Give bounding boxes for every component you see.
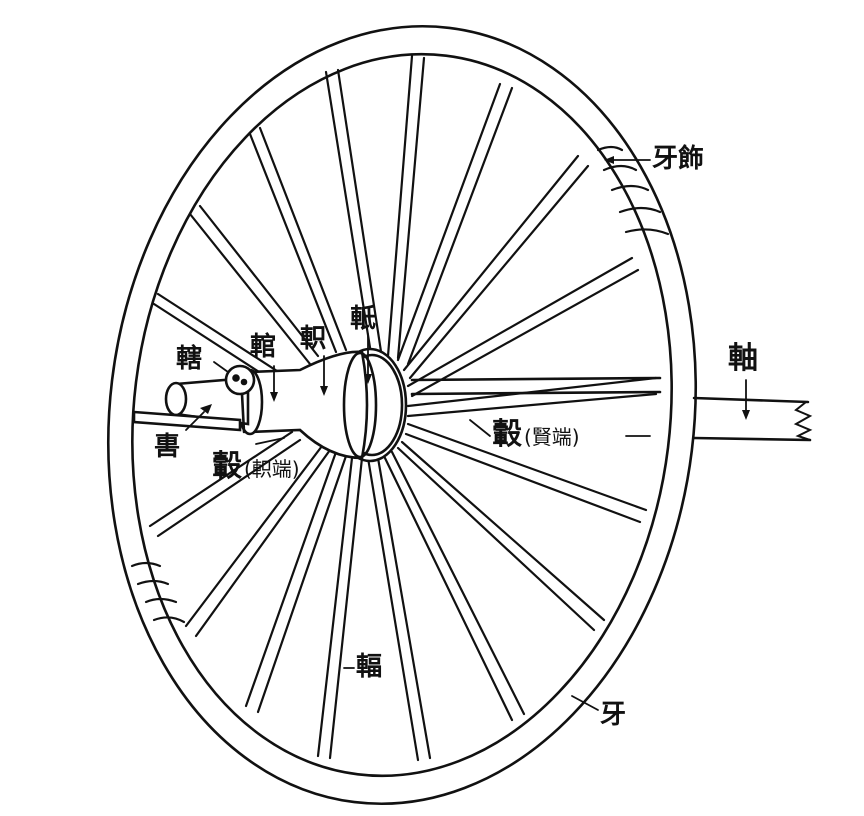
label-linchpin: 轄 <box>176 344 203 374</box>
label-rim-ornament: 牙飾 <box>652 144 705 174</box>
rim-ornament-bottom <box>130 561 186 624</box>
label-hub-cap: 輨 <box>250 332 277 362</box>
leader-lines <box>185 159 747 711</box>
label-hub-inner-note: (軹端) <box>244 457 300 481</box>
rim-ornament-top <box>596 145 670 236</box>
label-hub-outer-main: 轂 <box>492 417 522 452</box>
label-rim: 牙 <box>600 700 627 730</box>
label-spoke: 輻 <box>356 652 383 682</box>
label-hub-outer-note: (賢端) <box>524 425 580 449</box>
wheel-rim-inner <box>131 52 673 778</box>
label-hub-inner-main: 轂 <box>212 449 242 484</box>
wheel-rim-outer <box>107 24 697 806</box>
hub-body <box>246 350 369 460</box>
label-axle: 軸 <box>728 341 758 376</box>
axle-shaft <box>410 376 813 442</box>
label-hub-outer: 轂(賢端) <box>492 420 580 450</box>
linchpin-head <box>224 364 256 396</box>
label-hub-end-ring: 軹 <box>300 324 327 354</box>
label-hub-inner: 轂(軹端) <box>212 452 300 482</box>
spokes <box>148 54 658 762</box>
label-axle-end-cap: 軎 <box>154 432 181 462</box>
label-hub-band: 軝 <box>350 304 377 334</box>
